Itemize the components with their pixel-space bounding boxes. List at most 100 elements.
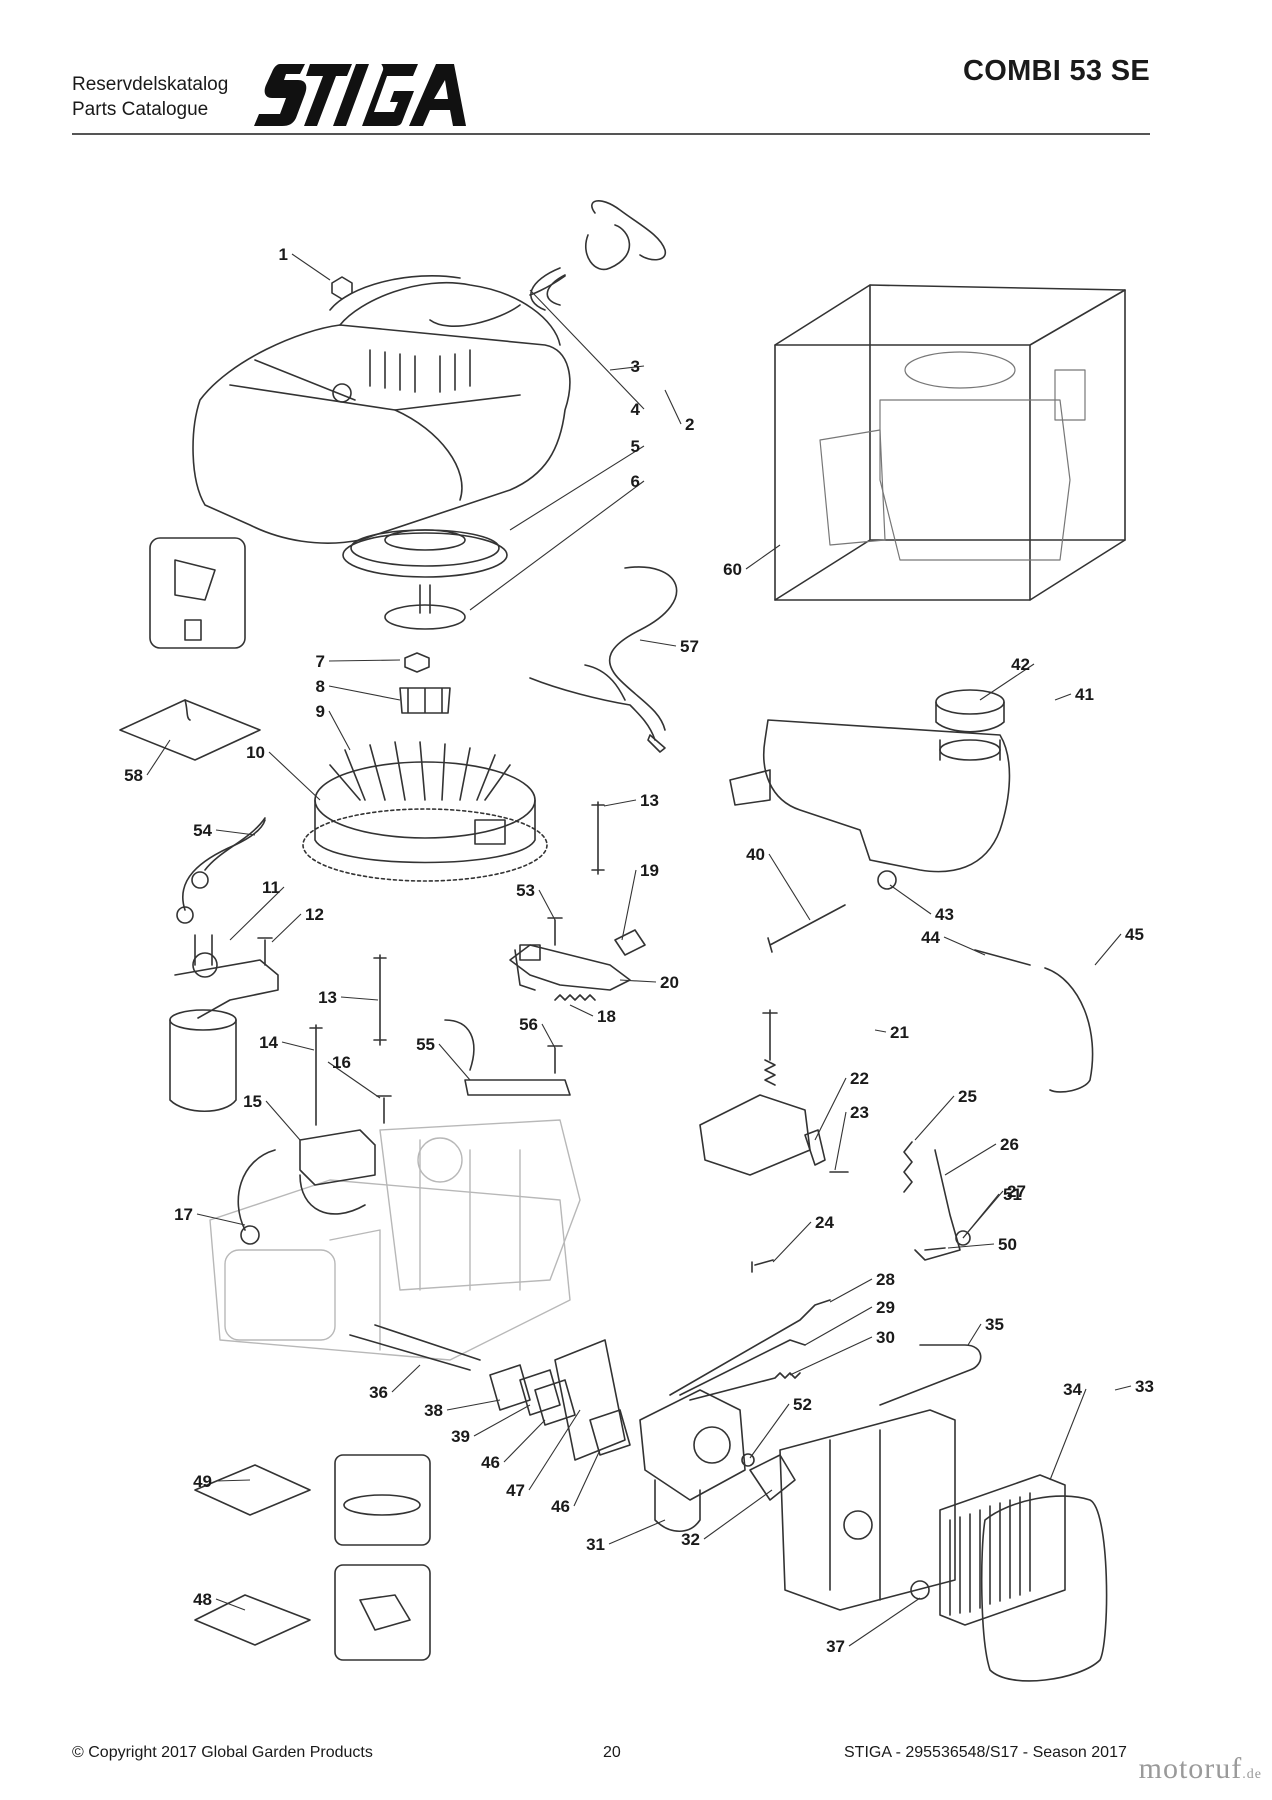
callout-leader-6 bbox=[469, 480, 645, 611]
footer-page-number: 20 bbox=[603, 1744, 621, 1761]
callout-leader-18 bbox=[569, 1004, 594, 1017]
callout-leader-49 bbox=[215, 1479, 251, 1482]
callout-leader-8 bbox=[328, 685, 401, 701]
callout-14: 14 bbox=[259, 1033, 278, 1052]
callout-leader-20 bbox=[619, 979, 657, 983]
catalog-title-sv: Reservdelskatalog bbox=[72, 74, 229, 95]
callout-12: 12 bbox=[305, 905, 324, 924]
callout-7: 7 bbox=[316, 652, 325, 671]
callout-30: 30 bbox=[876, 1328, 895, 1347]
callout-leader-43 bbox=[889, 884, 932, 915]
callout-leader-37 bbox=[848, 1597, 921, 1647]
callout-23: 23 bbox=[850, 1103, 869, 1122]
callout-leader-4 bbox=[529, 289, 645, 410]
callout-4: 4 bbox=[631, 400, 641, 419]
callout-leader-2 bbox=[664, 389, 682, 425]
callout-leader-54 bbox=[215, 829, 256, 836]
cover-nut bbox=[331, 276, 353, 300]
footer-copyright: © Copyright 2017 Global Garden Products bbox=[72, 1744, 373, 1761]
callout-42: 42 bbox=[1011, 655, 1030, 674]
callout-51: 51 bbox=[1003, 1185, 1022, 1204]
fuel-line-bolt-44 bbox=[974, 949, 1031, 966]
catalog-title-en: Parts Catalogue bbox=[72, 99, 209, 120]
callout-leader-32 bbox=[703, 1489, 773, 1540]
callout-leader-38 bbox=[446, 1399, 501, 1411]
insulator-38 bbox=[489, 1364, 531, 1411]
callout-leader-41 bbox=[1054, 693, 1072, 701]
callout-leader-22 bbox=[814, 1077, 847, 1141]
callout-27: 27 bbox=[1007, 1182, 1026, 1201]
callout-leader-53 bbox=[538, 889, 556, 921]
callout-17: 17 bbox=[174, 1205, 193, 1224]
callout-44: 44 bbox=[921, 928, 940, 947]
callout-20: 20 bbox=[660, 973, 679, 992]
callout-leader-47 bbox=[528, 1409, 581, 1491]
ignition-coil bbox=[237, 1129, 376, 1245]
callout-6: 6 bbox=[631, 472, 640, 491]
callout-leader-13 bbox=[603, 799, 637, 807]
callout-leader-48 bbox=[215, 1598, 246, 1611]
carb-gasket-31 bbox=[749, 1454, 796, 1501]
fuel-cap bbox=[935, 689, 1005, 733]
bolt-16 bbox=[376, 1095, 392, 1124]
stiga-logo bbox=[254, 64, 466, 126]
callout-9: 9 bbox=[316, 702, 325, 721]
callout-31: 31 bbox=[586, 1535, 605, 1554]
callout-leader-15 bbox=[265, 1100, 301, 1141]
callout-leader-26 bbox=[944, 1143, 997, 1176]
callout-leader-57 bbox=[639, 639, 677, 647]
callout-11: 11 bbox=[262, 878, 280, 897]
starter-cable bbox=[176, 819, 266, 924]
callout-46: 46 bbox=[551, 1497, 570, 1516]
footer-document-ref: STIGA - 295536548/S17 - Season 2017 bbox=[844, 1744, 1127, 1761]
callout-43: 43 bbox=[935, 905, 954, 924]
callout-24: 24 bbox=[815, 1213, 834, 1232]
callout-47: 47 bbox=[506, 1481, 525, 1500]
callout-leader-19 bbox=[621, 869, 637, 941]
nut-37 bbox=[910, 1580, 930, 1600]
callout-26: 26 bbox=[1000, 1135, 1019, 1154]
callout-8: 8 bbox=[316, 677, 325, 696]
callout-55: 55 bbox=[416, 1035, 435, 1054]
stud-36 bbox=[349, 1324, 481, 1371]
starter-handle bbox=[530, 200, 666, 311]
callout-leader-13 bbox=[340, 996, 379, 1001]
callout-leader-42 bbox=[979, 663, 1035, 701]
callout-1: 1 bbox=[279, 245, 288, 264]
callout-2: 2 bbox=[685, 415, 694, 434]
parts-pouch-58 bbox=[119, 537, 261, 761]
screw-22 bbox=[804, 1129, 826, 1166]
callout-49: 49 bbox=[193, 1472, 212, 1491]
air-filter-cover bbox=[980, 1495, 1108, 1682]
bolt-24 bbox=[751, 1259, 774, 1273]
stud-13b bbox=[373, 954, 387, 1046]
callout-leader-24 bbox=[772, 1221, 812, 1263]
recoil-starter-cover bbox=[192, 275, 571, 544]
watermark-text: motoruf bbox=[1138, 1752, 1243, 1785]
heat-shield-47 bbox=[554, 1339, 626, 1461]
callout-leader-46 bbox=[573, 1449, 601, 1507]
gasket-46b bbox=[589, 1409, 631, 1456]
starter-motor bbox=[169, 934, 279, 1112]
callout-leader-52 bbox=[749, 1403, 790, 1459]
spring-18 bbox=[554, 994, 596, 1001]
callout-15: 15 bbox=[243, 1092, 262, 1111]
callout-54: 54 bbox=[193, 821, 212, 840]
gasket-kit-48 bbox=[194, 1564, 431, 1661]
tank-bolt-40 bbox=[767, 904, 846, 953]
header-divider bbox=[72, 133, 1150, 135]
callout-52: 52 bbox=[793, 1395, 812, 1414]
callout-leader-51 bbox=[962, 1193, 1000, 1239]
flywheel-nut bbox=[404, 652, 430, 673]
callout-leader-50 bbox=[947, 1243, 995, 1249]
callout-19: 19 bbox=[640, 861, 659, 880]
callout-21: 21 bbox=[890, 1023, 909, 1042]
bolt-56 bbox=[547, 1045, 563, 1074]
stop-switch bbox=[444, 1019, 571, 1096]
callout-leader-36 bbox=[391, 1364, 421, 1393]
callout-leader-29 bbox=[804, 1306, 873, 1346]
gasket-39 bbox=[519, 1369, 561, 1416]
callout-13: 13 bbox=[640, 791, 659, 810]
model-name: COMBI 53 SE bbox=[962, 55, 1150, 87]
switch-19 bbox=[614, 929, 646, 956]
